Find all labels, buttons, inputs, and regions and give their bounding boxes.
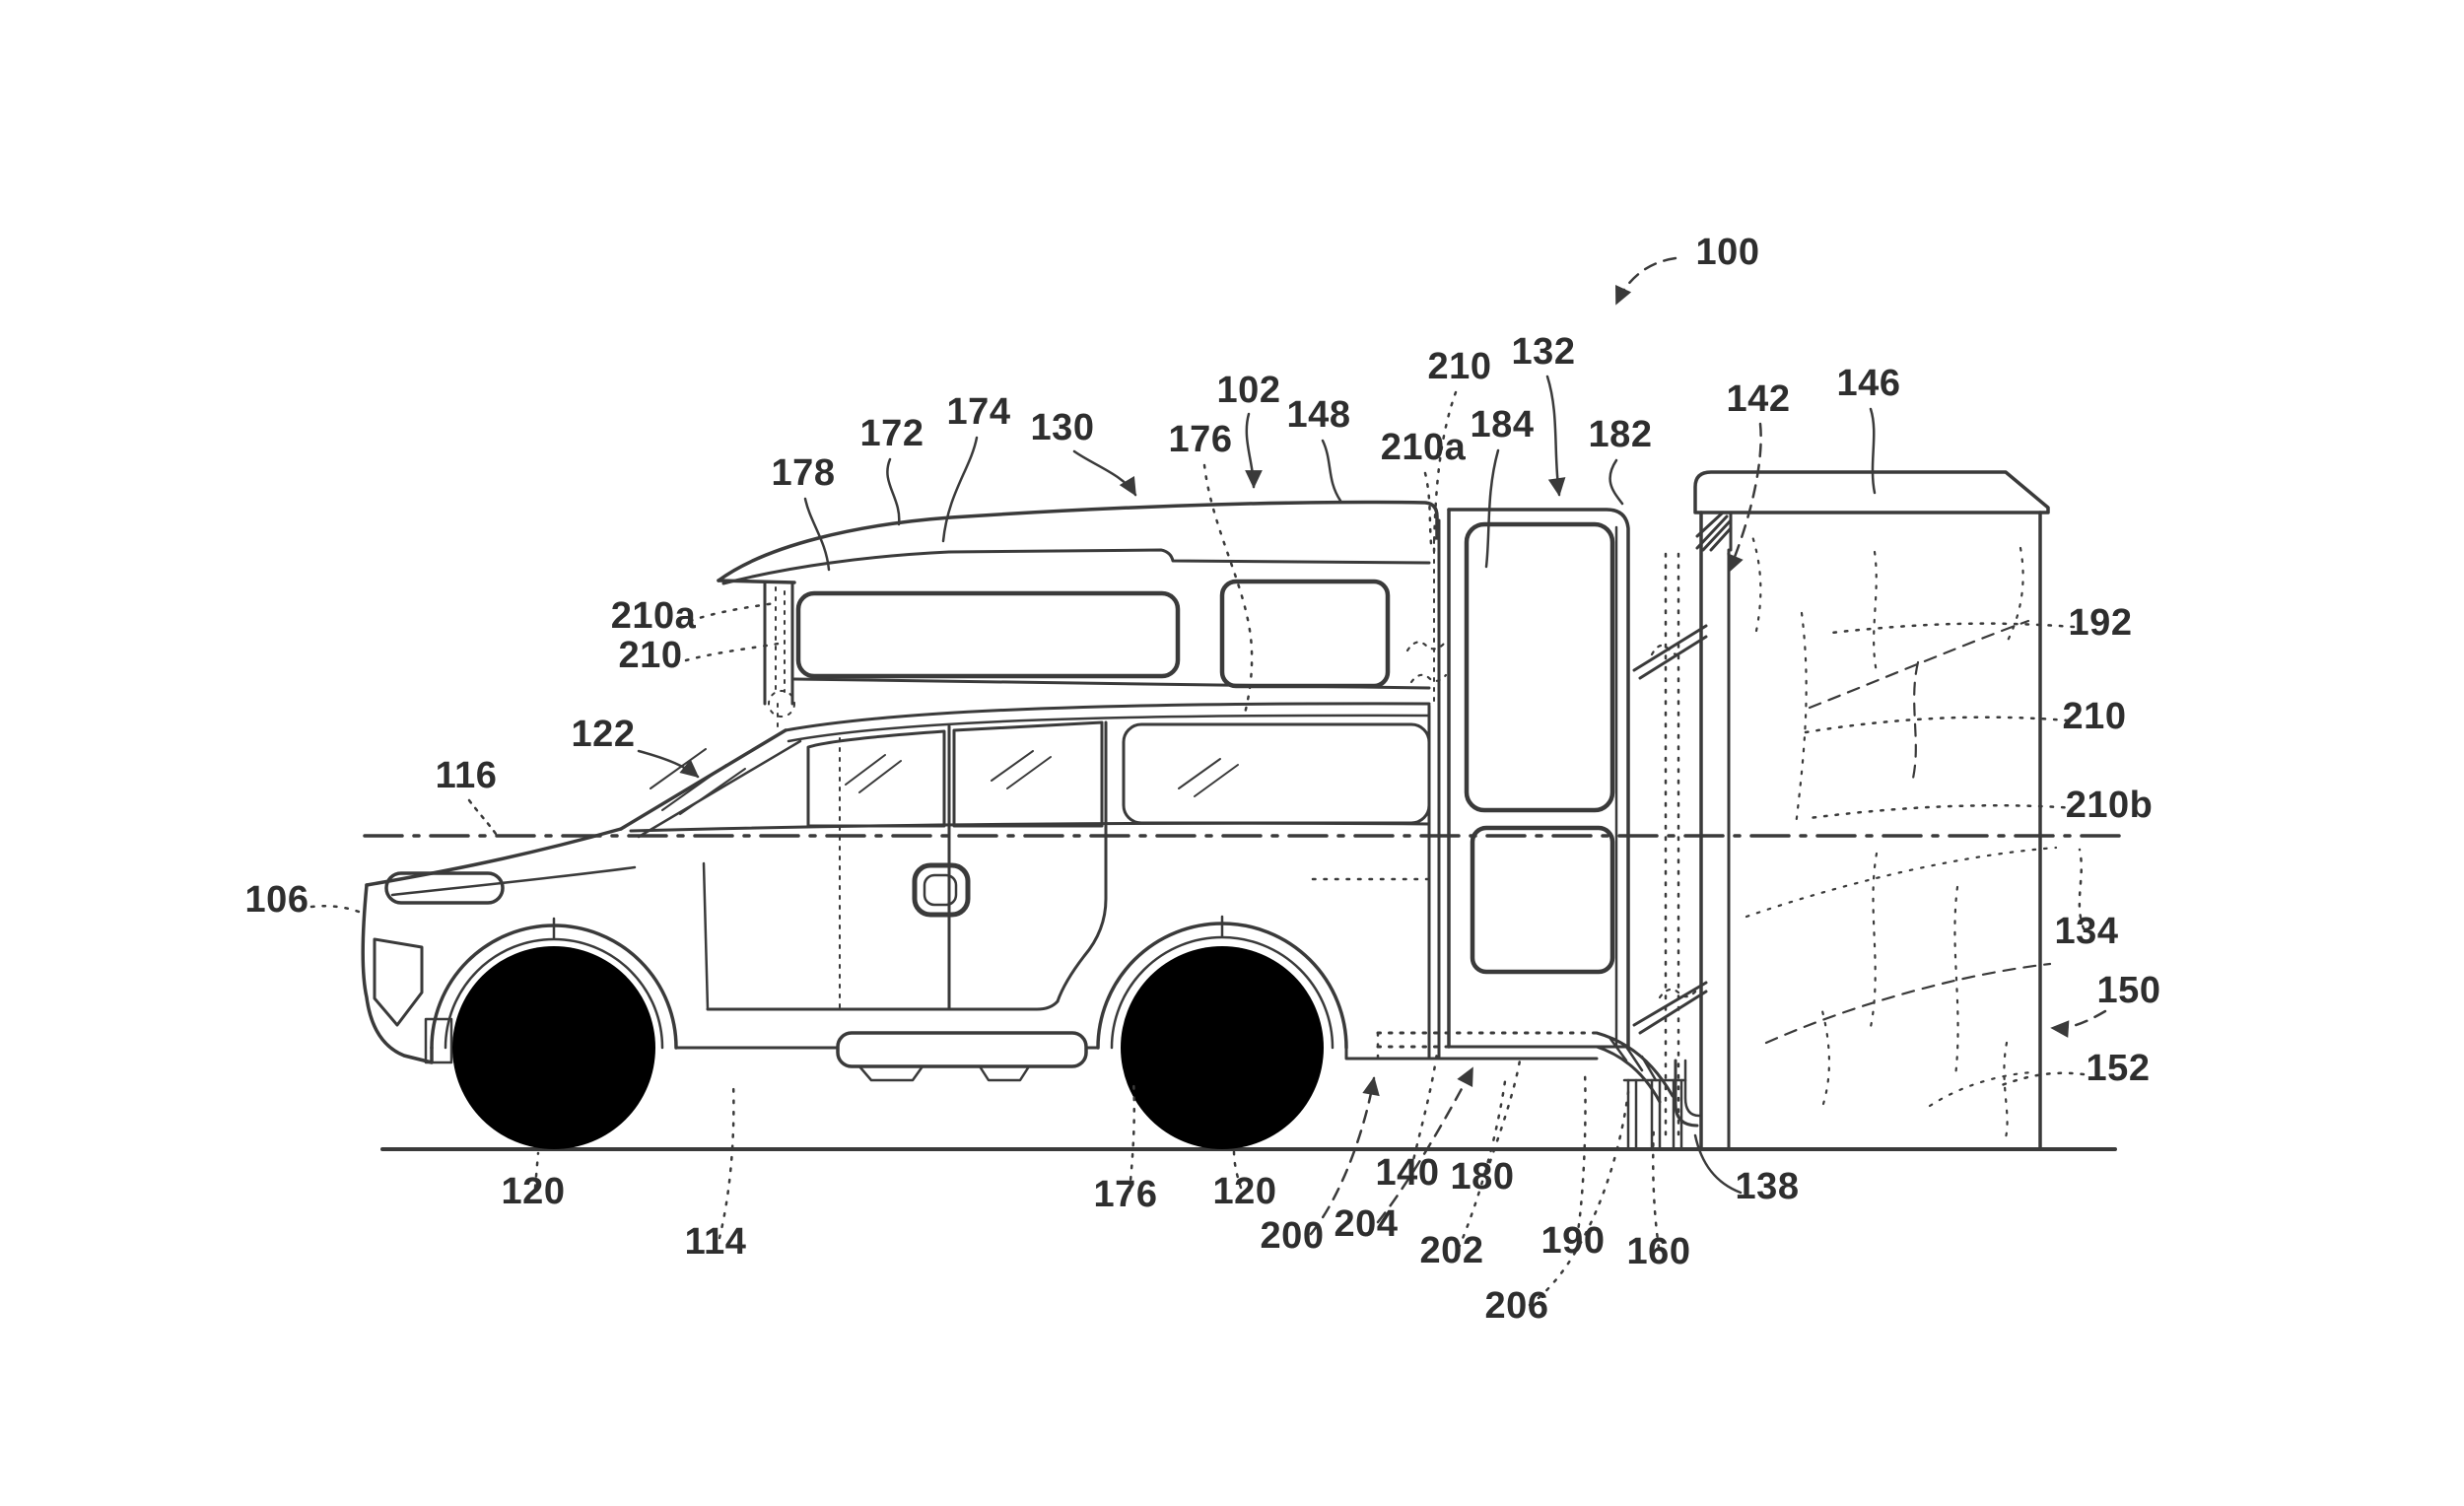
ref-label-146: 146 — [1837, 363, 1901, 404]
front-telescoping-pole — [763, 581, 795, 731]
module-lower-panel — [1470, 825, 1615, 975]
ref-label-120-front: 120 — [502, 1171, 566, 1212]
camper-small-window — [1219, 579, 1391, 689]
ref-label-120-rear: 120 — [1213, 1171, 1277, 1212]
ref-label-150: 150 — [2097, 970, 2161, 1011]
camper-roof — [717, 500, 1439, 585]
rear-module — [1447, 508, 1630, 1049]
leader-lines — [309, 256, 2107, 1307]
headlight — [384, 871, 505, 905]
ref-label-142: 142 — [1727, 378, 1791, 420]
wheel-arches — [430, 915, 1348, 1050]
reference-numerals: 100 102 172 174 130 176 148 178 210a 210… — [245, 232, 2161, 1327]
ref-label-192: 192 — [2069, 602, 2133, 644]
ref-label-210b: 210b — [2066, 785, 2154, 826]
fog-lamp — [373, 937, 424, 1027]
ref-label-176-top: 176 — [1169, 419, 1233, 460]
ref-label-178: 178 — [772, 452, 836, 494]
ref-label-200: 200 — [1261, 1215, 1325, 1257]
windshield — [619, 728, 802, 839]
ref-label-130: 130 — [1031, 407, 1095, 448]
ref-label-172: 172 — [860, 413, 924, 454]
ref-label-174: 174 — [947, 391, 1011, 433]
cab-side-windows — [806, 720, 1431, 828]
ref-label-138: 138 — [1736, 1166, 1800, 1207]
vehicle-front-end — [361, 827, 637, 1064]
vehicle-and-module-artwork — [361, 470, 2121, 1151]
ref-label-210-left: 210 — [619, 635, 683, 676]
ref-label-116: 116 — [436, 755, 498, 796]
doors — [702, 720, 1429, 1011]
support-legs — [1622, 1059, 1701, 1151]
ref-label-160: 160 — [1627, 1231, 1691, 1272]
docking-box — [1693, 470, 2050, 1151]
ref-label-210a-left: 210a — [611, 595, 697, 637]
ref-label-210-right: 210 — [2063, 696, 2127, 737]
box-lid — [1693, 470, 2050, 514]
ref-label-204: 204 — [1335, 1203, 1399, 1245]
ref-label-122: 122 — [572, 714, 636, 755]
door-handle — [912, 862, 971, 918]
ref-label-210a-top: 210a — [1381, 427, 1467, 468]
ref-label-102: 102 — [1217, 370, 1281, 411]
ref-label-106: 106 — [245, 879, 309, 921]
ref-label-202: 202 — [1420, 1230, 1484, 1271]
ref-label-132: 132 — [1512, 331, 1576, 373]
ref-label-152: 152 — [2087, 1048, 2151, 1089]
front-wheel — [452, 946, 655, 1149]
ref-label-148: 148 — [1287, 394, 1351, 436]
ref-label-190: 190 — [1541, 1220, 1606, 1262]
ref-label-206: 206 — [1485, 1285, 1549, 1327]
ref-label-140: 140 — [1376, 1152, 1440, 1194]
rear-wheel — [1121, 946, 1324, 1149]
camper-long-window — [795, 590, 1181, 679]
docking-struts — [1632, 552, 1708, 1145]
ref-label-184: 184 — [1471, 404, 1535, 445]
slide-out-floor — [1376, 1031, 1675, 1104]
module-upper-panel — [1464, 521, 1615, 813]
box-interior-texture — [1745, 534, 2058, 1143]
cab-rear-edge — [1344, 518, 1448, 1061]
ref-label-182: 182 — [1589, 414, 1653, 455]
ref-label-134: 134 — [2055, 911, 2119, 952]
ref-label-100: 100 — [1696, 232, 1760, 273]
ref-label-210-top: 210 — [1428, 346, 1492, 387]
ref-label-114: 114 — [685, 1221, 747, 1263]
ref-label-176-bottom: 176 — [1094, 1174, 1158, 1215]
rocker-running-board — [674, 1031, 1100, 1082]
ref-label-180: 180 — [1451, 1156, 1515, 1198]
